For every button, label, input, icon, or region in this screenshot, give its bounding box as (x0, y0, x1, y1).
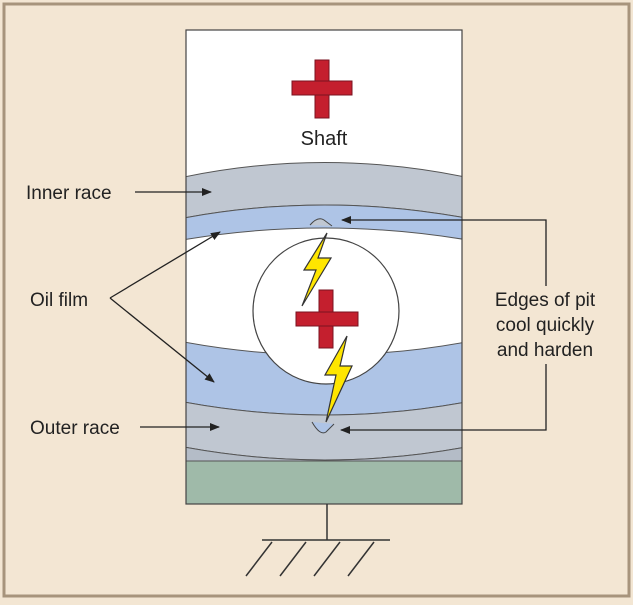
pit-inner-race (309, 218, 333, 227)
cross-icon (295, 289, 359, 349)
lightning-bolt-icon (301, 232, 333, 307)
pit-edges-label-line-3: and harden (497, 340, 593, 361)
inner-race-label: Inner race (26, 183, 112, 204)
pit-outer-race (311, 421, 335, 434)
leader-arrows (109, 188, 547, 434)
lightning-bolt-icon (323, 335, 353, 423)
oil-film-label: Oil film (30, 290, 88, 311)
shaft-label: Shaft (301, 128, 348, 150)
cross-icon (291, 59, 353, 119)
pit-edges-label-line-1: Edges of pit (495, 290, 596, 311)
outer-race-label: Outer race (30, 418, 120, 439)
base-plate (186, 461, 462, 504)
ground-symbol-icon (245, 504, 390, 577)
pit-edges-label-line-2: cool quickly (496, 315, 595, 336)
